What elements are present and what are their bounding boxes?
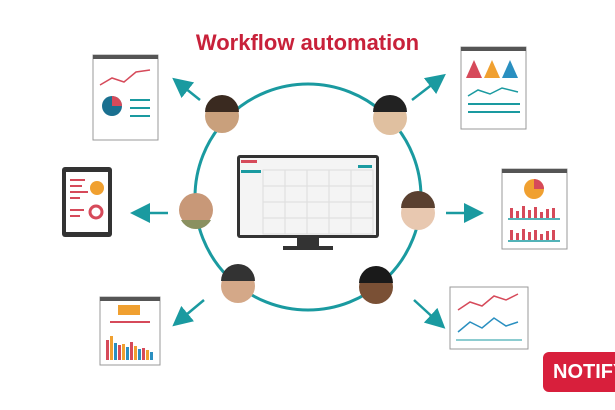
avatars <box>179 95 435 304</box>
report-document-bottom-left <box>99 296 161 366</box>
arrows <box>130 73 484 329</box>
notify-logo: NOTIFY <box>543 352 615 392</box>
report-document-top-right <box>460 46 527 130</box>
avatar <box>359 266 393 304</box>
report-document-bottom-right <box>449 286 529 350</box>
report-document-top-left <box>92 54 159 141</box>
monitor-icon <box>237 155 379 250</box>
diagram-title: Workflow automation <box>195 30 420 55</box>
avatar <box>221 264 255 303</box>
avatar <box>205 95 239 133</box>
report-document-right <box>501 168 568 250</box>
avatar <box>373 95 407 135</box>
avatar <box>179 193 213 229</box>
tablet-report-left <box>62 167 112 237</box>
avatar <box>401 191 435 230</box>
